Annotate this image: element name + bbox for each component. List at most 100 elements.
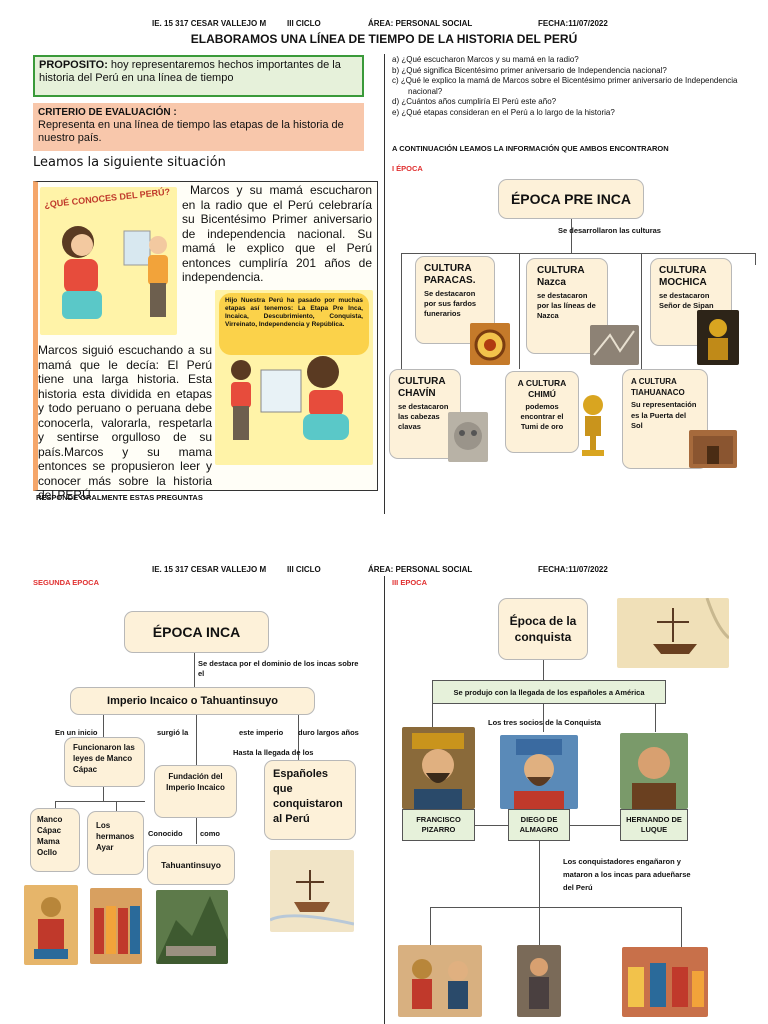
tumi-icon xyxy=(578,392,608,462)
connector xyxy=(298,715,299,760)
surgio: surgió la xyxy=(157,728,189,737)
hermanos-ayar-icon xyxy=(90,888,142,964)
puerta-del-sol-icon xyxy=(689,430,737,468)
almagro-portrait xyxy=(500,735,578,809)
connector xyxy=(196,818,197,844)
connector xyxy=(543,704,544,732)
criterio-box: CRITERIO DE EVALUACIÓN : Representa en u… xyxy=(33,103,364,151)
imperio-box: Imperio Incaico o Tahuantinsuyo xyxy=(70,687,315,715)
question-b: b) ¿Qué significa Bicentésimo primer ani… xyxy=(392,65,667,75)
tahuantinsuyo-box: Tahuantinsuyo xyxy=(147,845,235,885)
socios-label: Los tres socios de la Conquista xyxy=(488,718,601,727)
connector xyxy=(543,660,544,680)
luque-label: HERNANDO DE LUQUE xyxy=(620,809,688,841)
connector xyxy=(430,907,431,947)
manco-box: Manco Cápac Mama Ocllo xyxy=(30,808,80,872)
connector xyxy=(641,253,642,369)
proposito-text: hoy representaremos hechos importantes d… xyxy=(39,59,341,84)
hasta: Hasta la llegada de los xyxy=(233,748,314,757)
culture-chavin: CULTURA CHAVÍN se destacaron las cabezas… xyxy=(389,369,461,459)
machu-picchu-icon xyxy=(156,890,228,964)
connector xyxy=(571,219,572,253)
nazca-lines-icon xyxy=(590,325,639,365)
date: FECHA:11/07/2022 xyxy=(538,19,608,28)
epoca-pre-inca-box: ÉPOCA PRE INCA xyxy=(498,179,644,219)
connector xyxy=(194,653,195,687)
cycle: III CICLO xyxy=(287,19,321,28)
criterio-text: Representa en una línea de tiempo las et… xyxy=(38,119,344,144)
question-c: c) ¿Qué le explico la mamá de Marcos sob… xyxy=(392,76,738,96)
epoca2-label: SEGUNDA EPOCA xyxy=(33,578,99,587)
mother-son-map-icon xyxy=(231,356,349,440)
conocido: Conocido xyxy=(148,829,183,838)
question-d: d) ¿Cuántos años cumpliría El Perú este … xyxy=(392,97,557,106)
connector xyxy=(519,253,520,369)
cabeza-clava-icon xyxy=(448,412,488,462)
leamos-heading: Leamos la siguiente situación xyxy=(33,155,226,170)
fundacion-box: Fundación del Imperio Incaico xyxy=(154,765,237,818)
culture-chimu: A CULTURA CHIMÚ podemos encontrar el Tum… xyxy=(505,371,579,453)
epoca-inca-box: ÉPOCA INCA xyxy=(124,611,269,653)
connector xyxy=(432,704,433,732)
continuacion-label: A CONTINUACIÓN LEAMOS LA INFORMACIÓN QUE… xyxy=(392,144,669,153)
inca-destaca: Se destaca por el dominio de los incas s… xyxy=(198,659,359,678)
connector xyxy=(570,825,620,826)
branch-line xyxy=(401,253,756,254)
criterio-label: CRITERIO DE EVALUACIÓN : xyxy=(38,107,177,118)
connector xyxy=(55,801,56,809)
luque-portrait xyxy=(620,733,688,809)
responde-label: RESPONDE ORALMENTE ESTAS PREGUNTAS xyxy=(36,493,203,502)
proposito-box: PROPOSITO: hoy representaremos hechos im… xyxy=(33,55,364,97)
connector xyxy=(681,907,682,947)
connector xyxy=(196,715,197,765)
este-imperio: este imperio xyxy=(239,728,284,737)
connector xyxy=(55,801,145,802)
connector xyxy=(539,907,540,947)
mother-son-icon xyxy=(62,226,168,319)
poster-illustration: ¿QUÉ CONOCES DEL PERÚ? xyxy=(40,187,177,335)
date: FECHA:11/07/2022 xyxy=(538,565,608,574)
proposito-label: PROPOSITO: xyxy=(39,59,108,71)
connector xyxy=(475,825,508,826)
school-name: IE. 15 317 CESAR VALLEJO M xyxy=(152,565,267,574)
connector xyxy=(539,841,540,907)
connector xyxy=(103,715,104,737)
connector xyxy=(116,801,117,811)
question-e: e) ¿Qué etapas consideran en el Perú a l… xyxy=(392,107,615,117)
llegada-box: Se produjo con la llegada de los español… xyxy=(432,680,666,704)
column-divider-top xyxy=(384,54,385,514)
area: ÁREA: PERSONAL SOCIAL xyxy=(368,565,473,574)
questions-list: a) ¿Qué escucharon Marcos y su mamá en l… xyxy=(392,55,762,118)
connector xyxy=(103,787,104,801)
ship-map-icon xyxy=(270,850,354,932)
espanoles-box: Españoles que conquistaron al Perú xyxy=(264,760,356,840)
branch-line xyxy=(430,907,682,908)
almagro-label: DIEGO DE ALMAGRO xyxy=(508,809,570,841)
conquest-scene-3 xyxy=(622,947,708,1017)
page-title: ELABORAMOS UNA LÍNEA DE TIEMPO DE LA HIS… xyxy=(190,32,578,46)
senor-de-sipan-icon xyxy=(697,310,739,365)
pizarro-label: FRANCISCO PIZARRO xyxy=(402,809,475,841)
story-paragraph-1: Marcos y su mamá escucharon en la radio … xyxy=(182,183,372,284)
epoca-conquista-box: Época de la conquista xyxy=(498,598,588,660)
como: como xyxy=(200,829,221,838)
column-divider-bottom xyxy=(384,576,385,1024)
duro: duro largos años xyxy=(298,728,359,737)
fardo-icon xyxy=(470,323,510,365)
school-name: IE. 15 317 CESAR VALLEJO M xyxy=(152,19,267,28)
area: ÁREA: PERSONAL SOCIAL xyxy=(368,19,473,28)
connector xyxy=(755,253,756,265)
leyes-box: Funcionaron las leyes de Manco Cápac xyxy=(64,737,145,787)
epoca1-label: I ÉPOCA xyxy=(392,164,423,173)
manco-capac-icon xyxy=(24,885,78,965)
pizarro-portrait xyxy=(402,727,475,809)
cycle: III CICLO xyxy=(287,565,321,574)
conquest-scene-2 xyxy=(517,945,561,1017)
conquest-scene-1 xyxy=(398,945,482,1017)
pre-inca-sub: Se desarrollaron las culturas xyxy=(558,226,661,235)
conquest-ship-icon xyxy=(617,598,729,668)
bubble-illustration: Hijo Nuestra Perú ha pasado por muchas e… xyxy=(215,290,373,465)
speech-bubble: Hijo Nuestra Perú ha pasado por muchas e… xyxy=(219,293,369,355)
story-paragraph-2: Marcos siguió escuchando a su mamá que l… xyxy=(38,343,212,502)
connector xyxy=(401,253,402,369)
